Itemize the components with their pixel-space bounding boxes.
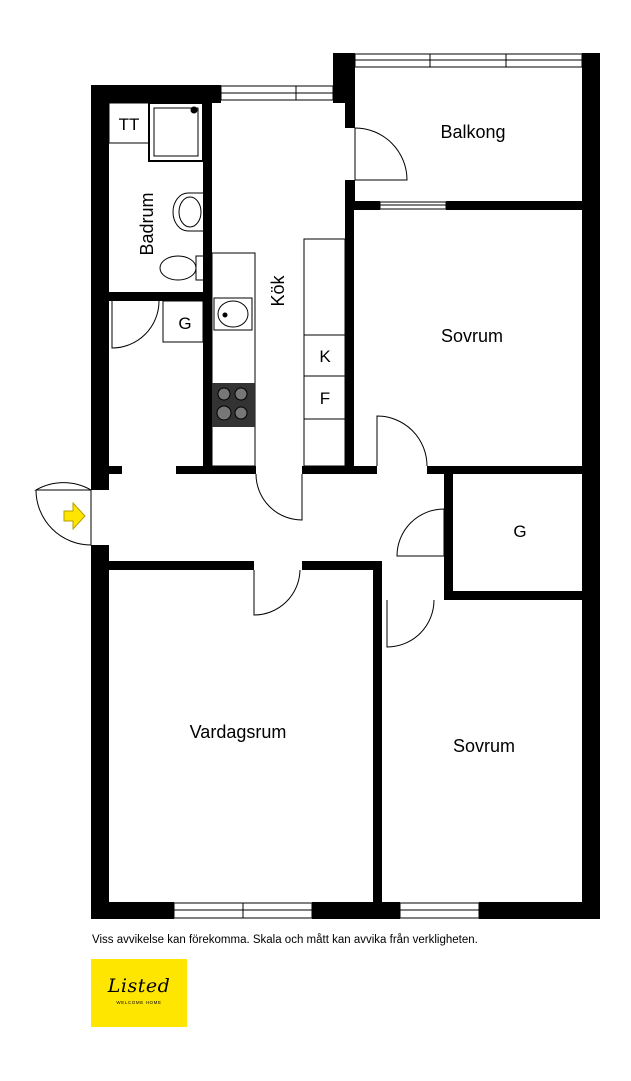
kitchen-counter-left: [211, 252, 256, 467]
entrance-arrow-icon: [63, 501, 86, 531]
room-label-vardagsrum: Vardagsrum: [190, 722, 287, 742]
room-label-sovrum-upper: Sovrum: [441, 326, 503, 346]
disclaimer-text: Viss avvikelse kan förekomma. Skala och …: [92, 934, 478, 946]
kitchen-sink-icon: [213, 297, 253, 331]
doors: [34, 127, 445, 648]
shower-drain-icon: [190, 106, 198, 114]
room-label-g-hall: G: [513, 522, 526, 541]
shower: [148, 102, 204, 162]
toilet-icon: [195, 255, 203, 281]
room-label-kok: Kök: [268, 274, 288, 306]
logo-tagline: WELCOME HOME: [116, 1000, 162, 1005]
room-labels: TT Badrum Kök Balkong Sovrum G K F G Var…: [119, 115, 527, 756]
walls: [91, 53, 600, 919]
room-label-k: K: [319, 347, 331, 366]
windows: [173, 53, 583, 919]
room-label-badrum: Badrum: [137, 192, 157, 255]
stove-icon: [212, 383, 255, 427]
room-label-sovrum-lower: Sovrum: [453, 736, 515, 756]
fixtures: [108, 102, 346, 467]
room-label-balkong: Balkong: [440, 122, 505, 142]
freezer-f: [303, 375, 346, 420]
bath-sink-icon: [172, 192, 203, 232]
room-label-f: F: [320, 389, 330, 408]
listed-logo: Listed WELCOME HOME: [91, 959, 187, 1027]
room-label-tt: TT: [119, 115, 140, 134]
room-label-g-bath: G: [178, 314, 191, 333]
logo-script: Listed: [107, 975, 171, 997]
